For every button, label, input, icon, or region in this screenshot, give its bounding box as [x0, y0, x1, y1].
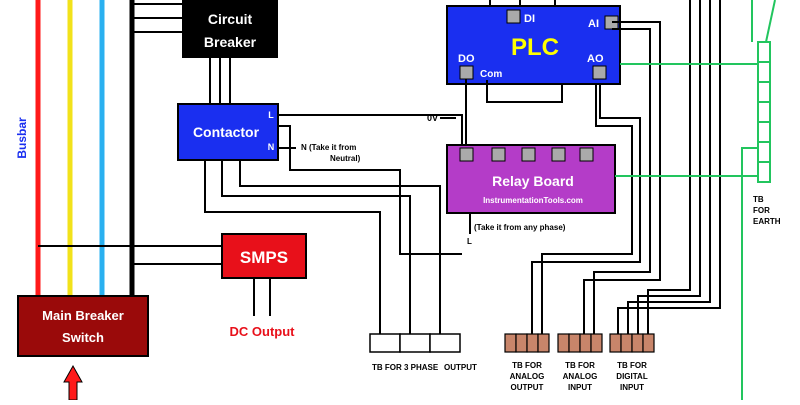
circuit-breaker-label-2: Breaker	[204, 34, 257, 50]
plc-ai-label: AI	[588, 18, 599, 30]
phase-note-label: (Take it from any phase)	[474, 223, 566, 232]
smps-label: SMPS	[240, 248, 288, 267]
dc-output-label: DC Output	[230, 324, 296, 339]
main-breaker-label-1: Main Breaker	[42, 308, 124, 323]
tb-output-label: OUTPUT	[444, 363, 477, 372]
incoming-supply-arrow-icon	[63, 364, 83, 401]
plc-com-label: Com	[480, 69, 502, 80]
tb-analog-input-label-2: ANALOG	[563, 372, 598, 381]
tb-analog-input-label-3: INPUT	[568, 383, 592, 392]
tb-digital-input	[609, 333, 655, 353]
plc-ao-terminal	[592, 65, 607, 80]
plc-do-label: DO	[458, 53, 475, 65]
tb-earth-label-3: EARTH	[753, 217, 781, 226]
plc-analog-output-wires	[531, 84, 641, 334]
plc-digital-input-wires	[617, 0, 721, 334]
busbar-label: Busbar	[15, 117, 29, 159]
contactor-box	[177, 103, 279, 161]
zero-v-label: 0V	[427, 113, 438, 123]
plc-box	[446, 5, 621, 85]
relay-l-label: L	[467, 237, 472, 246]
smps-box	[221, 233, 307, 279]
plc-label: PLC	[511, 34, 559, 61]
tb-digital-input-label-3: INPUT	[620, 383, 644, 392]
busbar-lines	[35, 0, 135, 296]
smps-dc-output-wires	[253, 278, 271, 316]
tb-analog-output	[504, 333, 550, 353]
plc-com-wire	[486, 80, 563, 103]
tb-analog-output-label-2: ANALOG	[510, 372, 545, 381]
relay-phase-wire	[278, 125, 462, 255]
tb-digital-input-label-2: DIGITAL	[616, 372, 648, 381]
neutral-note-line-1: N (Take it from	[301, 143, 356, 152]
tb-3phase-output	[369, 333, 461, 353]
relay-board-label: Relay Board	[492, 173, 574, 189]
contactor-l-label: L	[268, 110, 274, 120]
tb-earth	[757, 41, 771, 183]
circuit-breaker-box	[182, 0, 278, 58]
main-breaker-switch-box	[17, 295, 149, 357]
neutral-note-line-2: Neutral)	[330, 154, 361, 163]
plc-analog-input-wires	[583, 21, 661, 334]
plc-do-terminal	[459, 65, 474, 80]
tb-earth-label-2: FOR	[753, 206, 770, 215]
tb-analog-output-label-3: OUTPUT	[511, 383, 544, 392]
plc-di-label: DI	[524, 13, 535, 25]
tb-3phase-label: TB FOR 3 PHASE	[372, 363, 439, 372]
tb-analog-input-label-1: TB FOR	[565, 361, 595, 370]
main-breaker-label-2: Switch	[62, 330, 104, 345]
busbar-to-breaker-wires	[132, 3, 182, 33]
contactor-label: Contactor	[193, 124, 260, 140]
circuit-breaker-label-1: Circuit	[208, 11, 253, 27]
busbar-to-smps-wires	[38, 245, 222, 265]
contactor-to-3phase-tb-wires	[204, 160, 441, 334]
tb-analog-output-label-1: TB FOR	[512, 361, 542, 370]
tb-analog-input	[557, 333, 603, 353]
plc-ao-label: AO	[587, 53, 604, 65]
website-label: InstrumentationTools.com	[483, 196, 583, 205]
earth-wires	[615, 0, 776, 400]
tb-earth-label-1: TB	[753, 195, 764, 204]
relay-terminals	[459, 147, 594, 162]
contactor-coil-wire	[278, 114, 463, 145]
breaker-to-contactor-wires	[209, 58, 231, 104]
tb-digital-input-label-1: TB FOR	[617, 361, 647, 370]
contactor-n-label: N	[268, 142, 275, 152]
plc-di-terminal	[506, 9, 521, 24]
